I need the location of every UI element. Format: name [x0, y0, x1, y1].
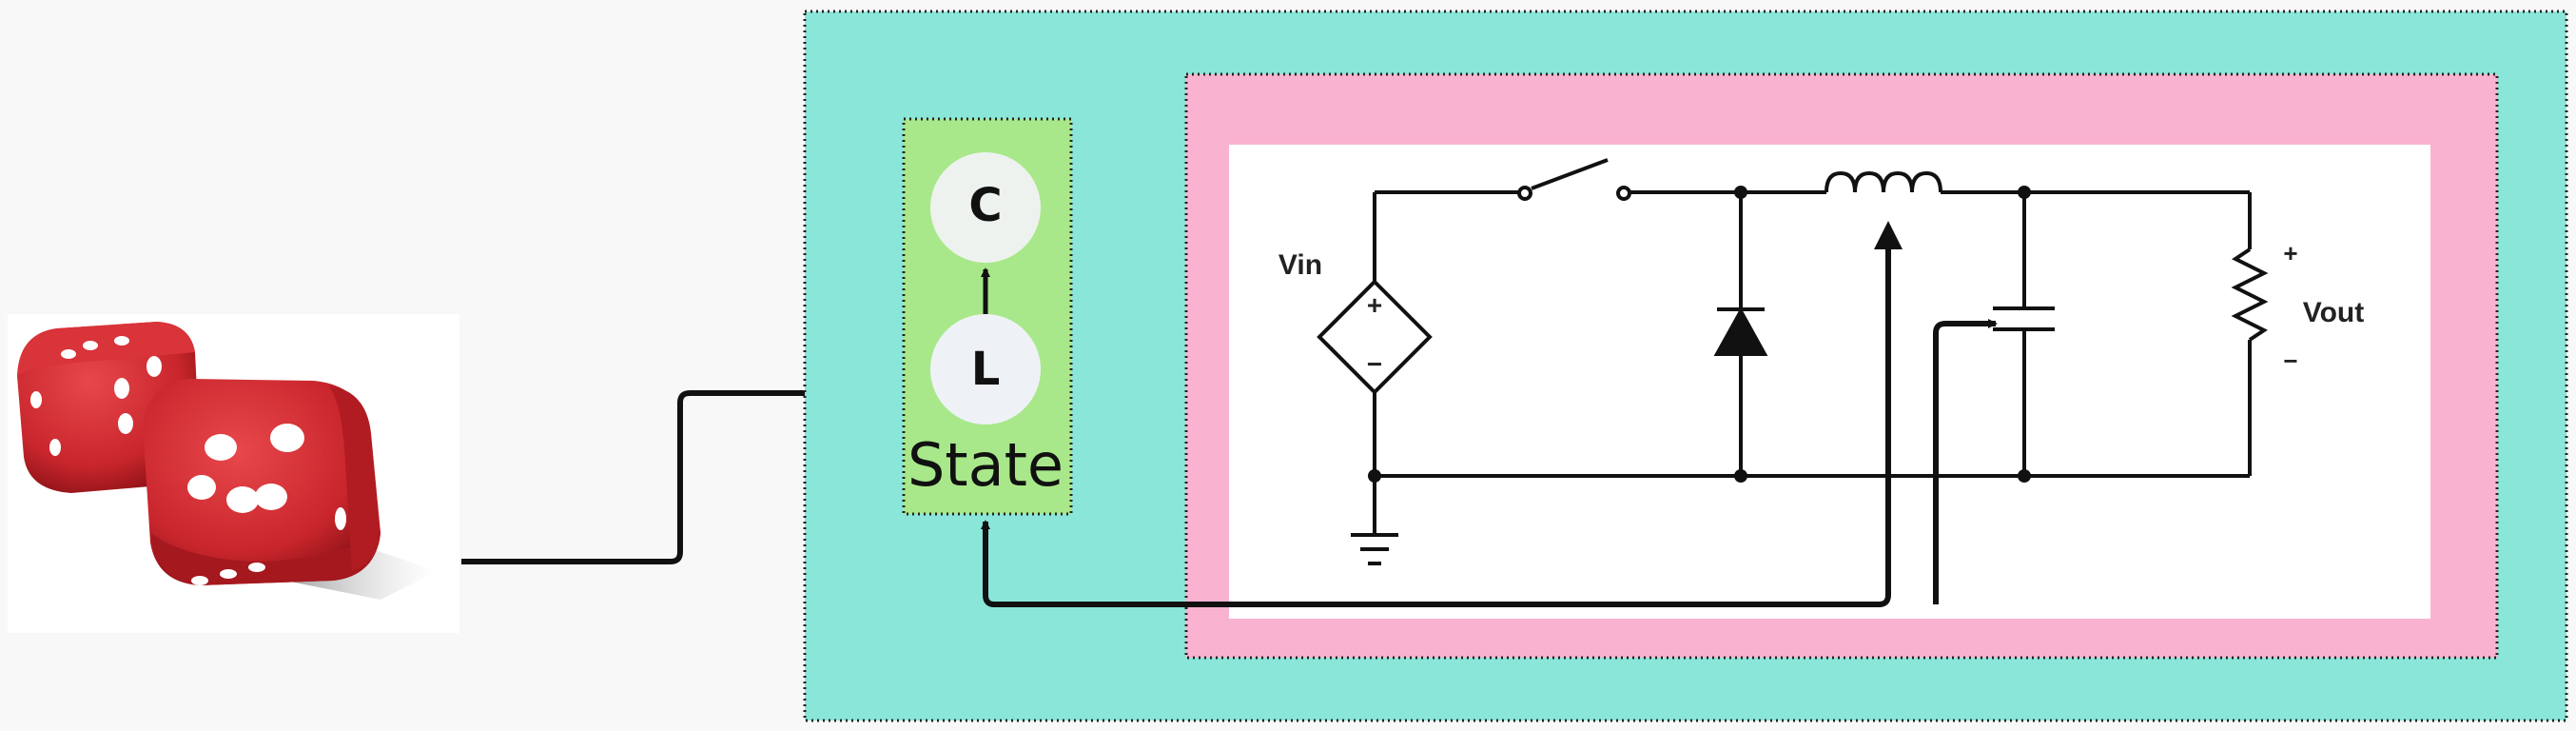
node-l: L	[930, 314, 1041, 425]
output-plus-sign: +	[2283, 239, 2297, 267]
inductor-feedback-line	[981, 244, 1891, 607]
voltage-source-icon	[1317, 279, 1433, 395]
junction-dots	[1368, 186, 2031, 483]
ground-icon	[1351, 533, 1398, 565]
node-c: C	[930, 152, 1041, 263]
resistor-icon	[2231, 247, 2269, 342]
node-l-label: L	[971, 343, 1001, 396]
output-minus-sign: −	[2283, 346, 2297, 375]
feedback-lines	[981, 221, 1998, 607]
dice-icon	[8, 314, 459, 633]
dice-to-state-arrow	[461, 388, 896, 564]
circuit-panel	[1229, 145, 2430, 619]
vout-label: Vout	[2303, 297, 2364, 328]
capacitor-feedback-line	[1933, 319, 1998, 604]
capacitor-icon	[1993, 306, 2055, 331]
source-minus-sign: −	[1367, 349, 1382, 379]
node-c-label: C	[968, 179, 1002, 232]
switch-icon	[1517, 158, 1631, 201]
inductor-measure-arrowhead	[1874, 221, 1903, 249]
inductor-icon	[1825, 170, 1942, 193]
buck-converter-circuit	[1317, 158, 2269, 565]
front-die	[143, 379, 381, 585]
state-label: State	[907, 430, 1064, 500]
vin-label: Vin	[1278, 249, 1322, 281]
source-plus-sign: +	[1367, 290, 1382, 320]
